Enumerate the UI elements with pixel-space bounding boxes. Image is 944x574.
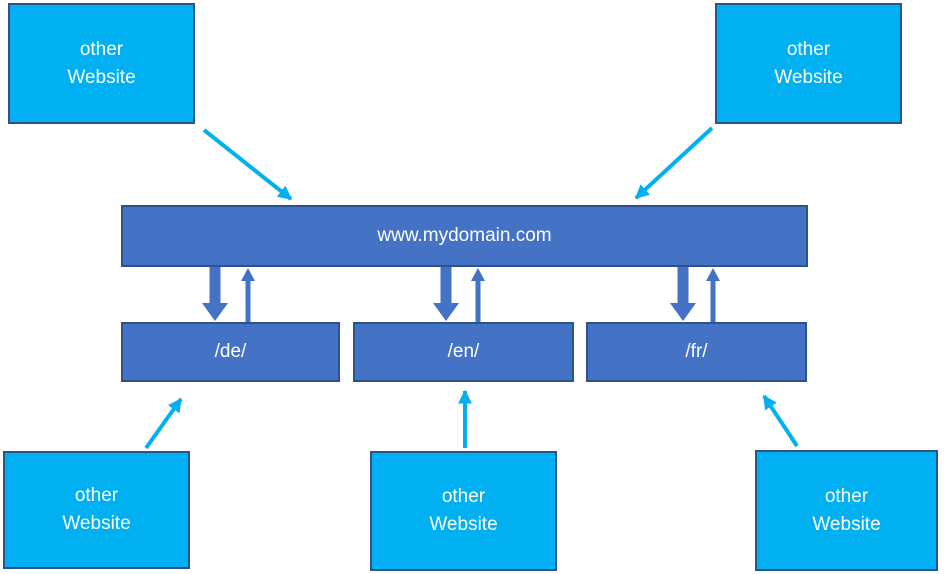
node-label: other Website [62, 485, 131, 534]
arrow-en-up-to-domain [471, 268, 485, 322]
domain-label: www.mydomain.com [377, 225, 552, 247]
arrow-external-bottom-right-to-fr [762, 394, 799, 448]
arrow-external-top-right-to-domain [634, 126, 714, 200]
node-external-website-bottom-middle: other Website [370, 451, 557, 571]
node-external-website-top-left: other Website [8, 3, 195, 124]
node-label: other Website [812, 485, 881, 535]
node-domain-bar: www.mydomain.com [121, 205, 808, 267]
node-label: other Website [774, 38, 843, 88]
node-label: /fr/ [685, 341, 708, 363]
node-label: other Website [429, 486, 498, 535]
arrow-domain-down-to-de [202, 267, 228, 321]
arrow-domain-down-to-fr [670, 267, 696, 321]
node-external-website-bottom-left: other Website [3, 451, 190, 569]
arrow-external-bottom-left-to-de [144, 397, 183, 450]
node-external-website-bottom-right: other Website [755, 450, 938, 571]
arrow-external-top-left-to-domain [202, 128, 293, 201]
node-label: /de/ [214, 341, 247, 363]
arrow-fr-up-to-domain [706, 268, 720, 322]
node-external-website-top-right: other Website [715, 3, 902, 124]
node-label: other Website [67, 38, 136, 88]
node-subdirectory-de: /de/ [121, 322, 340, 382]
node-label: /en/ [447, 341, 480, 363]
node-subdirectory-fr: /fr/ [586, 322, 807, 382]
arrow-domain-down-to-en [433, 267, 459, 321]
node-subdirectory-en: /en/ [353, 322, 574, 382]
arrow-de-up-to-domain [241, 268, 255, 322]
